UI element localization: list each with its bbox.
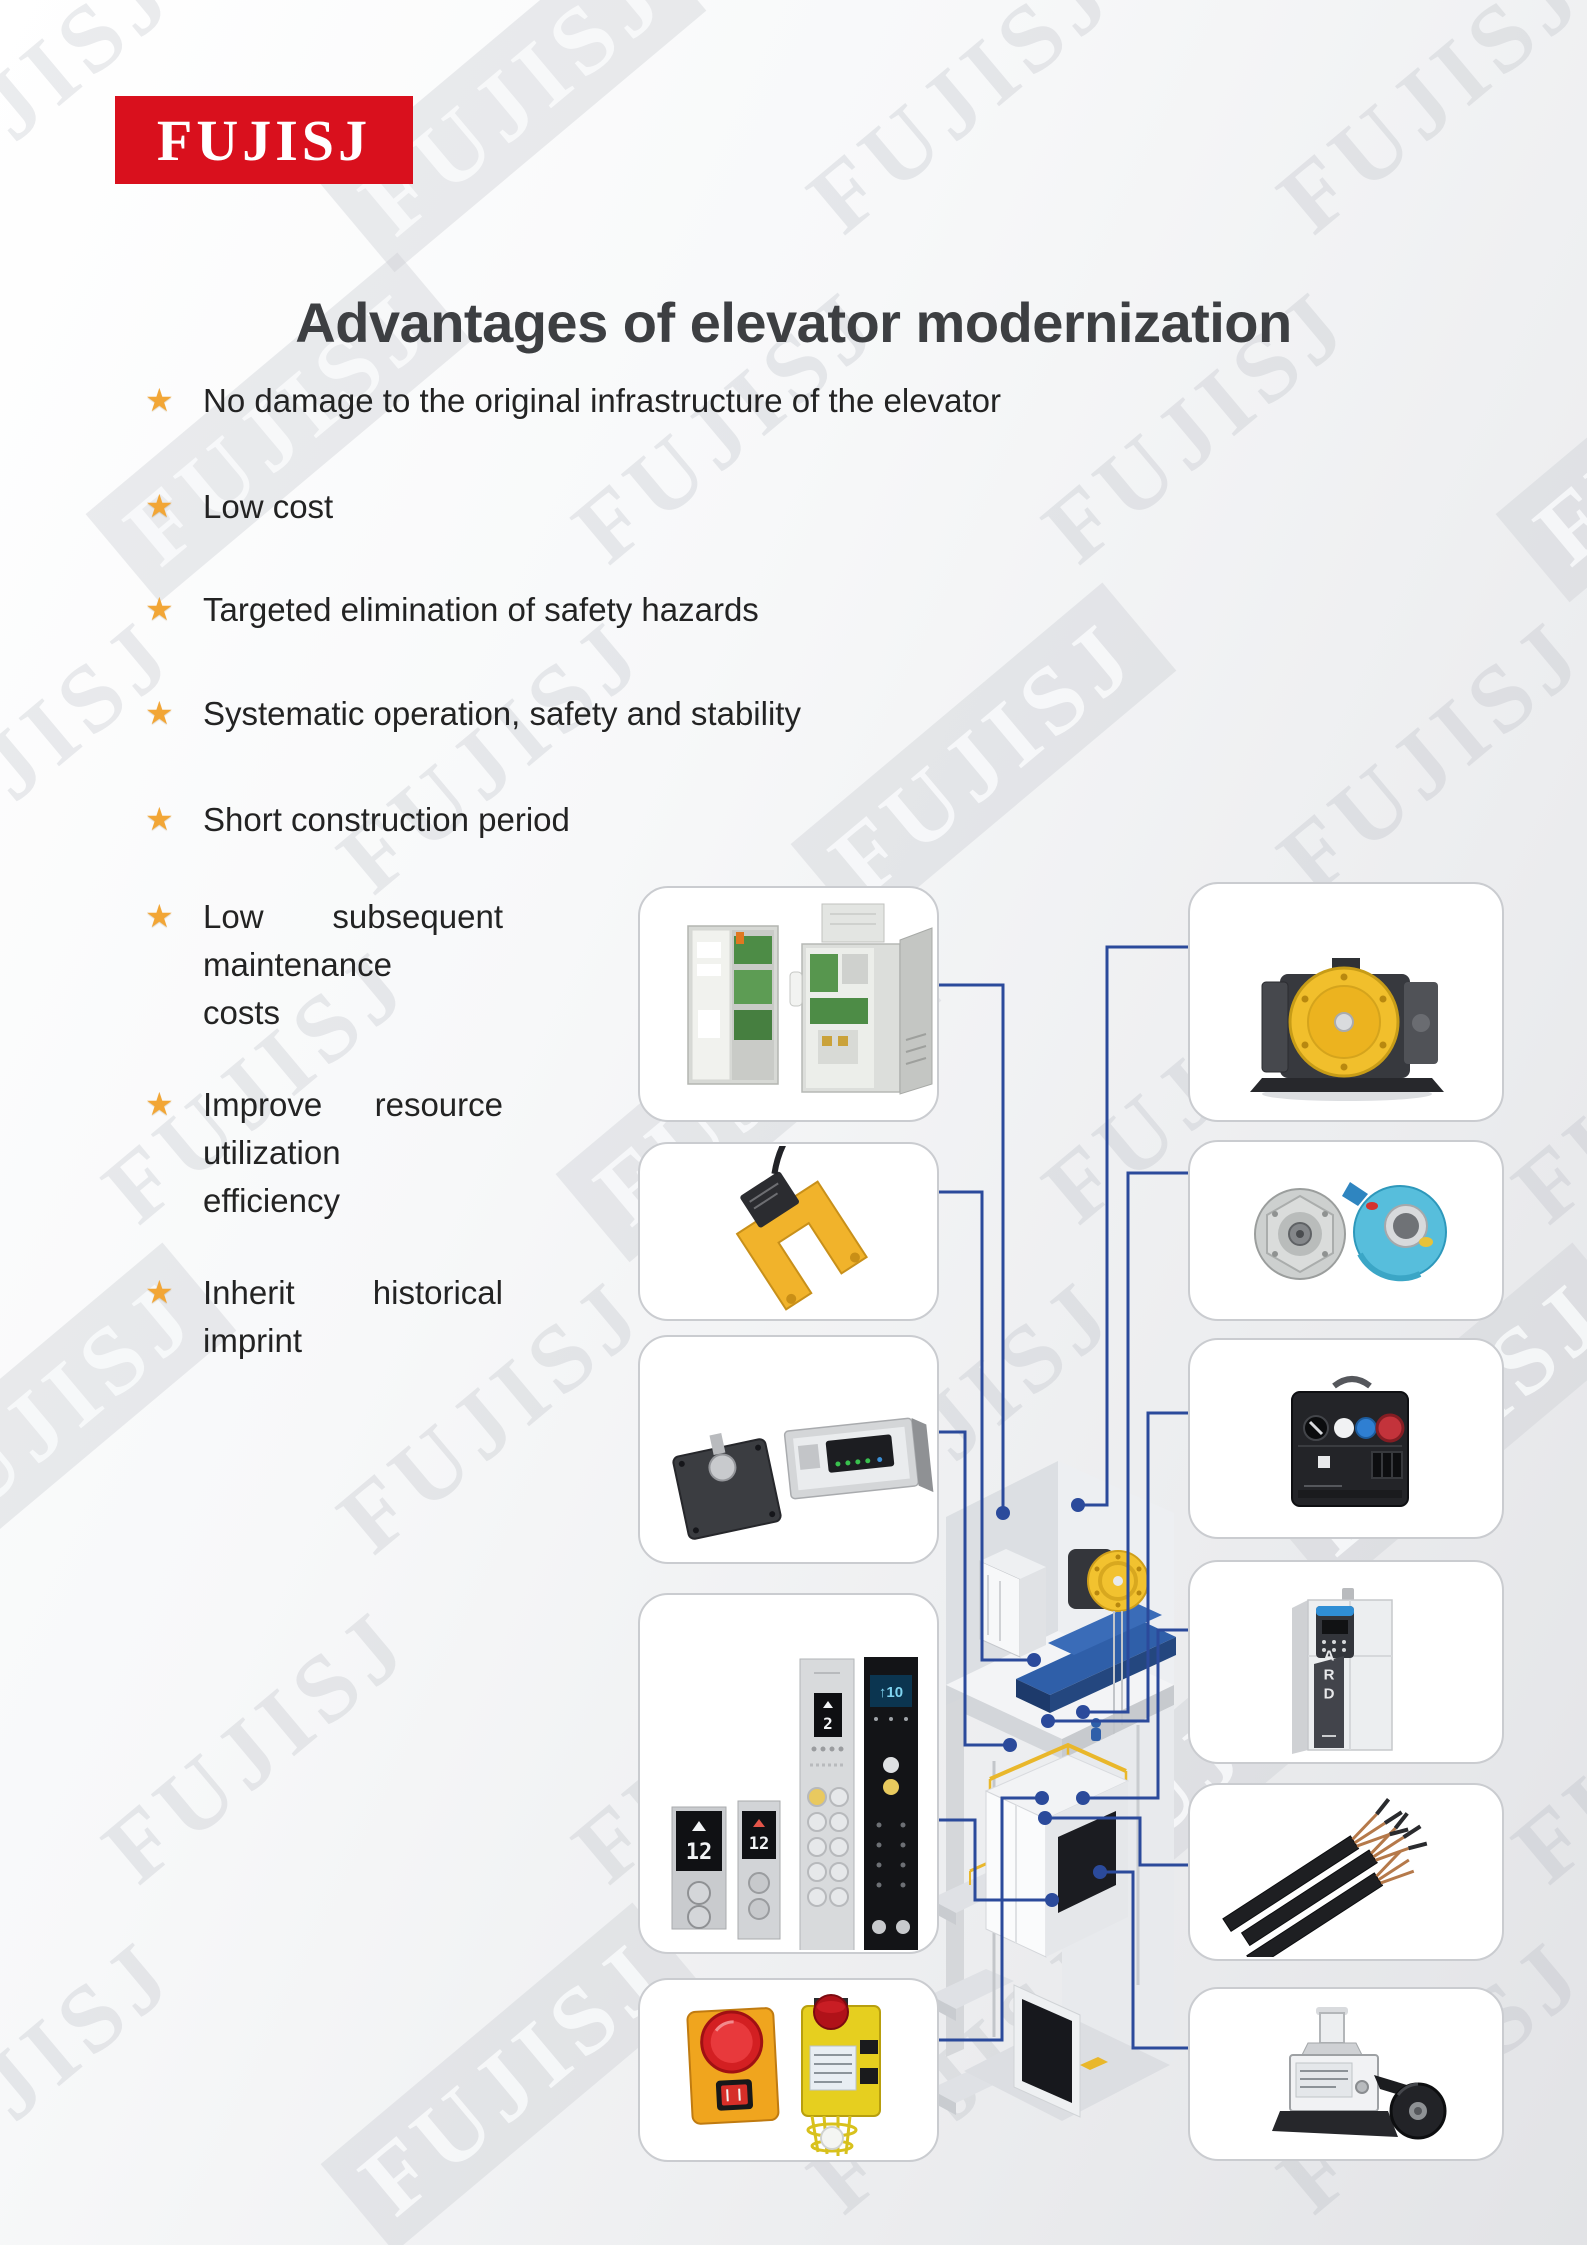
advantage-item: ★ Inherit historical imprint <box>145 1269 503 1365</box>
advantage-item: ★ Short construction period <box>145 796 570 844</box>
card-cop-lop-panels: 12 12 2 <box>638 1593 939 1954</box>
leveling-sensor-photo <box>735 1146 868 1311</box>
advantage-text-line: utilization <box>203 1134 341 1171</box>
advantage-text-line: maintenance <box>203 946 392 983</box>
brake-power-module-photo <box>1291 1376 1409 1507</box>
advantage-text-line: costs <box>203 994 281 1031</box>
advantage-item: ★ No damage to the original infrastructu… <box>145 377 1001 425</box>
cop-lop-panels-photo: 12 12 2 <box>671 1657 918 1950</box>
card-ard-drive: ARD <box>1188 1560 1504 1764</box>
inspection-box-photo <box>686 1994 881 2156</box>
drive-label: ARD <box>1321 1648 1338 1705</box>
card-inspection-box <box>638 1978 939 2162</box>
advantage-text-line: Improve resource <box>203 1086 503 1123</box>
touch-panel-display: ↑10 <box>879 1684 903 1701</box>
advantage-item: ★ Low cost <box>145 483 333 531</box>
star-icon: ★ <box>145 898 174 934</box>
star-icon: ★ <box>145 382 174 418</box>
advantage-text-line: Inherit historical <box>203 1274 503 1311</box>
advantage-text: Systematic operation, safety and stabili… <box>203 690 801 738</box>
card-traction-machine <box>1188 882 1504 1122</box>
card-travel-cable <box>1188 1783 1504 1961</box>
hall-indicator-display: 12 <box>686 1840 713 1865</box>
star-icon: ★ <box>145 591 174 627</box>
star-icon: ★ <box>145 801 174 837</box>
advantage-text: Low subsequent maintenance costs <box>203 893 503 1037</box>
advantage-text: Low cost <box>203 483 333 531</box>
card-limit-switch <box>1188 1987 1504 2161</box>
advantage-text-line: efficiency <box>203 1182 340 1219</box>
card-encoder <box>1188 1140 1504 1321</box>
advantage-text: Inherit historical imprint <box>203 1269 503 1365</box>
advantage-item: ★ Targeted elimination of safety hazards <box>145 586 759 634</box>
advantage-text: No damage to the original infrastructure… <box>203 377 1001 425</box>
control-cabinet-photo <box>687 903 933 1095</box>
advantage-text: Improve resource utilization efficiency <box>203 1081 503 1225</box>
card-control-cabinet <box>638 886 939 1122</box>
advantage-item: ★ Low subsequent maintenance costs <box>145 893 503 1037</box>
advantage-text-line: Targeted elimination of safety hazards <box>203 591 759 628</box>
door-operator-photo <box>672 1417 934 1540</box>
advantage-text-line: Short construction period <box>203 801 570 838</box>
advantage-item: ★ Systematic operation, safety and stabi… <box>145 690 801 738</box>
advantage-text: Targeted elimination of safety hazards <box>203 586 759 634</box>
card-door-operator <box>638 1335 939 1564</box>
limit-switch-photo <box>1272 2007 1447 2140</box>
star-icon: ★ <box>145 488 174 524</box>
advantage-text-line: Low subsequent <box>203 898 503 935</box>
ard-drive-photo: ARD <box>1292 1588 1393 1754</box>
travel-cable-photo <box>1222 1798 1428 1957</box>
advantage-item: ★ Improve resource utilization efficiency <box>145 1081 503 1225</box>
card-brake-power-module <box>1188 1338 1504 1539</box>
page-title: Advantages of elevator modernization <box>295 290 1292 354</box>
traction-machine-photo <box>1250 958 1444 1101</box>
advantage-text-line: No damage to the original infrastructure… <box>203 382 1001 419</box>
star-icon: ★ <box>145 1274 174 1310</box>
card-leveling-sensor <box>638 1142 939 1321</box>
star-icon: ★ <box>145 695 174 731</box>
advantage-text-line: Low cost <box>203 488 334 525</box>
advantage-text-line: imprint <box>203 1322 303 1359</box>
advantage-text-line: Systematic operation, safety and stabili… <box>203 695 801 732</box>
advantage-text: Short construction period <box>203 796 570 844</box>
brand-logo: FUJISJ <box>115 96 413 184</box>
hall-indicator-display-small: 12 <box>749 1834 769 1854</box>
car-panel-display: 2 <box>823 1714 833 1733</box>
star-icon: ★ <box>145 1086 174 1122</box>
encoder-photo <box>1254 1182 1447 1282</box>
